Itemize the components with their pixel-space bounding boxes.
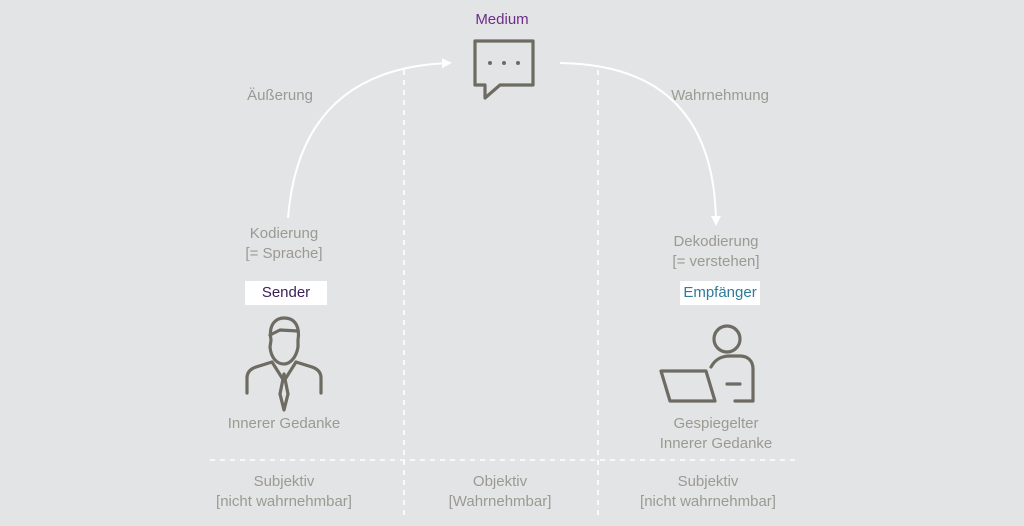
bottom-center-line1: Objektiv bbox=[472, 473, 528, 490]
arc-label-left: Äußerung bbox=[247, 87, 313, 104]
arc-label-right: Wahrnehmung bbox=[671, 87, 769, 104]
receiver-thought-line1: Gespiegelter bbox=[673, 415, 759, 432]
receiver-coding-line2: [= verstehen] bbox=[672, 253, 760, 270]
bottom-left-line2: [nicht wahrnehmbar] bbox=[216, 493, 352, 510]
medium-title: Medium bbox=[475, 11, 529, 28]
arrow-left-arc bbox=[287, 58, 452, 219]
bottom-right-line1: Subjektiv bbox=[677, 473, 739, 490]
sender-label: Sender bbox=[245, 281, 327, 305]
bottom-left-line1: Subjektiv bbox=[253, 473, 315, 490]
chat-bubble-icon bbox=[473, 39, 535, 100]
receiver-coding-line1: Dekodierung bbox=[673, 233, 759, 250]
person-laptop-icon bbox=[659, 324, 755, 403]
sender-coding-line1: Kodierung bbox=[249, 225, 319, 242]
bottom-center-line2: [Wahrnehmbar] bbox=[448, 493, 552, 510]
arrow-right-arc bbox=[559, 62, 721, 226]
receiver-thought-line2: Innerer Gedanke bbox=[659, 435, 773, 452]
businessman-icon bbox=[245, 316, 323, 412]
sender-coding-line2: [= Sprache] bbox=[245, 245, 323, 262]
receiver-label: Empfänger bbox=[680, 281, 760, 305]
bottom-right-line2: [nicht wahrnehmbar] bbox=[640, 493, 776, 510]
sender-thought: Innerer Gedanke bbox=[227, 415, 341, 432]
